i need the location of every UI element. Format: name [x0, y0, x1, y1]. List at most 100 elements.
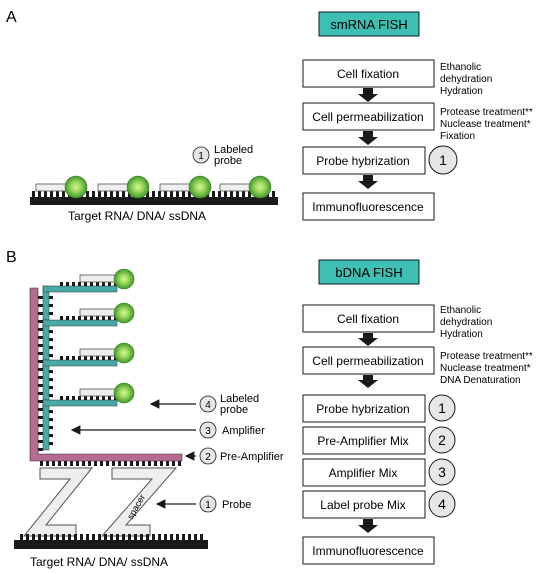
- pre-amplifier-tooth: [64, 461, 67, 466]
- amplifier-tooth: [49, 346, 53, 349]
- amplifier-tooth: [78, 356, 81, 360]
- panel-a-step-hybrization-badge: [428, 145, 458, 175]
- panel-b-title-box: [318, 259, 420, 285]
- panel-a-title-box: [318, 11, 420, 37]
- strand-tooth: [152, 534, 155, 540]
- callout-4-badge: [199, 395, 217, 413]
- strand-tooth: [236, 191, 239, 197]
- amplifier-tooth: [66, 282, 69, 286]
- strand-tooth: [98, 191, 101, 197]
- amplifier-tooth: [84, 282, 87, 286]
- amplifier-tooth: [96, 282, 99, 286]
- panel-b-step-amplifier-number: 3: [438, 464, 446, 480]
- amplifier-tooth: [102, 282, 105, 286]
- amplifier-tooth: [72, 316, 75, 320]
- panel-a-title: smRNA FISH: [330, 17, 407, 32]
- amplifier-tooth: [66, 356, 69, 360]
- strand-tooth: [56, 191, 59, 197]
- strand-tooth: [146, 191, 149, 197]
- callout-1-number: 1: [205, 500, 211, 511]
- strand-tooth: [182, 191, 185, 197]
- pre-amplifier-tooth: [94, 461, 97, 466]
- strand-tooth: [170, 191, 173, 197]
- panel-b-step-hybrization: [302, 394, 426, 423]
- amplifier-tooth: [108, 316, 111, 320]
- pre-amplifier-tooth: [148, 461, 151, 466]
- panel-a-probe-label-1: Labeled: [214, 144, 253, 156]
- panel-a-letter: A: [6, 9, 17, 26]
- panel-a-step-permeabilization-note-1: Protease treatment**: [440, 107, 533, 118]
- amplifier-tooth: [84, 396, 87, 400]
- callout-1-line-1: Probe: [222, 499, 251, 511]
- strand-tooth: [86, 191, 89, 197]
- panel-a-step-hybrization-label: Probe hybrization: [316, 154, 409, 168]
- strand-tooth: [188, 191, 191, 197]
- amplifier-tooth: [49, 442, 53, 445]
- pre-amplifier-tooth: [100, 461, 103, 466]
- strand-tooth: [140, 534, 143, 540]
- strand-tooth: [116, 534, 119, 540]
- pre-amplifier-tooth: [38, 352, 43, 355]
- pre-amplifier-tooth: [38, 304, 43, 307]
- amplifier-tooth: [66, 396, 69, 400]
- amplifier-tooth: [72, 356, 75, 360]
- amplifier-tooth: [49, 304, 53, 307]
- amplifier-tooth: [108, 282, 111, 286]
- amplifier-tooth: [60, 396, 63, 400]
- amplifier-tooth: [78, 282, 81, 286]
- strand-tooth: [38, 191, 41, 197]
- panel-a-target-label: Target RNA/ DNA/ ssDNA: [68, 209, 206, 223]
- pre-amplifier-tooth: [154, 461, 157, 466]
- strand-tooth: [128, 534, 131, 540]
- callout-3-number: 3: [205, 426, 211, 437]
- panel-b-step-fixation: [302, 304, 435, 333]
- panel-b-step-hybrization-number: 1: [438, 400, 446, 416]
- pre-amplifier-tooth: [38, 448, 43, 451]
- strand-tooth: [188, 534, 191, 540]
- amplifier-tooth: [49, 410, 53, 413]
- fluorophore-bead: [113, 268, 135, 290]
- panel-a-step-hybrization-number: 1: [439, 152, 447, 168]
- pre-amplifier-tooth: [38, 336, 43, 339]
- pre-amplifier-tooth: [38, 392, 43, 395]
- amplifier-tooth: [49, 330, 53, 333]
- pre-amplifier-tooth: [142, 461, 145, 466]
- strand-tooth: [230, 191, 233, 197]
- amplifier-arm: [42, 399, 118, 407]
- strand-tooth: [38, 534, 41, 540]
- amplifier-tooth: [60, 356, 63, 360]
- amplifier-arm: [42, 359, 118, 367]
- amplifier-tooth: [49, 312, 53, 315]
- amplifier-tooth: [49, 418, 53, 421]
- strand-tooth: [26, 534, 29, 540]
- amplifier-tooth: [84, 316, 87, 320]
- fluorophore-bead: [188, 175, 212, 199]
- panel-b-step-label-probe: [302, 490, 426, 519]
- strand-tooth: [122, 191, 125, 197]
- amplifier-tooth: [60, 282, 63, 286]
- strand-tooth: [272, 191, 275, 197]
- pre-amplifier-tooth: [82, 461, 85, 466]
- panel-b-step-hybrization-badge: [428, 394, 456, 422]
- callout-2-line-1: Pre-Amplifier: [220, 451, 284, 463]
- pre-amplifier-tooth: [112, 461, 115, 466]
- strand-tooth: [104, 534, 107, 540]
- pre-amplifier-tooth: [46, 461, 49, 466]
- pre-amplifier-tooth: [88, 461, 91, 466]
- pre-amplifier-tooth: [38, 328, 43, 331]
- panel-b-flow: Cell fixation Ethanolic dehydration Hydr…: [302, 304, 533, 565]
- panel-b-step-immunofluorescence-label: Immunofluorescence: [312, 544, 424, 558]
- probe-z-left: [22, 467, 94, 537]
- strand-tooth: [134, 534, 137, 540]
- pre-amplifier-tooth: [58, 461, 61, 466]
- strand-tooth: [44, 534, 47, 540]
- pre-amplifier-tooth: [38, 368, 43, 371]
- amplifier-tooth: [90, 356, 93, 360]
- panel-b-arrow-2: [358, 375, 378, 388]
- amplifier-tooth: [49, 296, 53, 299]
- panel-a-step-immunofluorescence-label: Immunofluorescence: [312, 200, 424, 214]
- fluorophore-bead: [126, 175, 150, 199]
- panel-a-step-permeabilization-label: Cell permeabilization: [312, 110, 423, 124]
- panel-b-step-fixation-note-1: Ethanolic: [440, 305, 481, 316]
